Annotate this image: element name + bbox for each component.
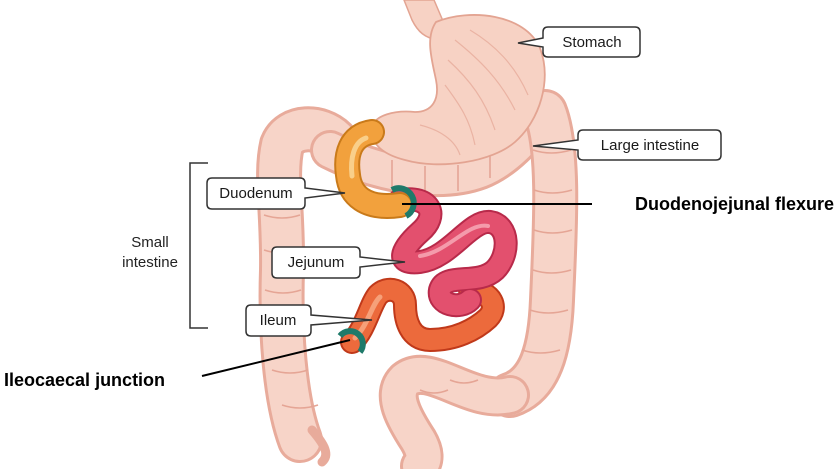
stomach-label: Stomach <box>562 34 621 51</box>
small-intestine-label-line1: Small <box>131 234 169 251</box>
large-intestine-callout: Large intestine <box>532 129 722 161</box>
stomach-callout: Stomach <box>517 26 641 58</box>
appendix <box>307 425 331 467</box>
duodenum-callout: Duodenum <box>206 177 346 210</box>
jejunum <box>388 187 518 318</box>
large-intestine <box>256 89 579 474</box>
jejunum-label: Jejunum <box>288 254 345 271</box>
duodenum-label: Duodenum <box>219 185 292 202</box>
duodenojejunal-flexure-marker <box>390 185 417 219</box>
ileocaecal-junction-label: Ileocaecal junction <box>4 370 165 390</box>
duodenum <box>334 119 413 219</box>
large-intestine-label: Large intestine <box>601 137 699 154</box>
ileum-callout: Ileum <box>245 304 373 337</box>
stomach-body <box>371 14 546 166</box>
jejunum-callout: Jejunum <box>271 246 406 279</box>
small-intestine-bracket <box>189 162 208 329</box>
ileocaecal-junction-marker <box>337 328 366 354</box>
ileum-label: Ileum <box>260 312 297 329</box>
ileocaecal-junction-pointer <box>201 339 351 377</box>
small-intestine-label-line2: intestine <box>122 254 178 271</box>
duodenojejunal-flexure-label: Duodenojejunal flexure <box>635 194 834 214</box>
stomach <box>371 0 546 166</box>
stomach-rugae <box>419 29 529 156</box>
